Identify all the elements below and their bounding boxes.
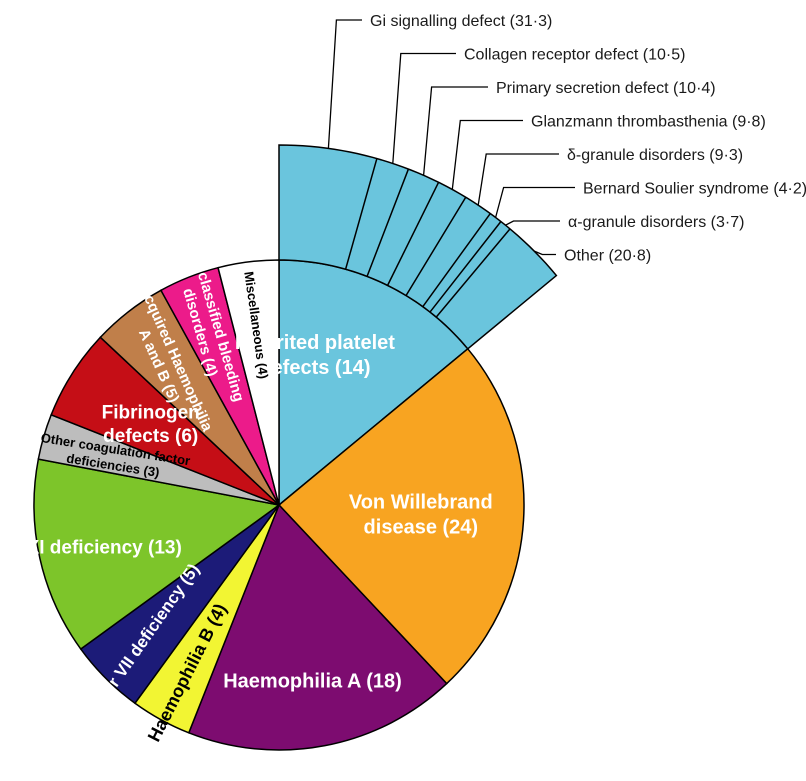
breakdown-divider	[366, 168, 410, 277]
breakdown-divider	[429, 221, 502, 313]
slice-label-haemophilia-a: Haemophilia A (18)	[223, 671, 402, 693]
breakdown-divider	[344, 158, 378, 270]
breakdown-divider	[386, 181, 440, 286]
callout-bernard-soulier-syndrome: Bernard Soulier syndrome (4·2)	[583, 181, 806, 198]
callout-leader-lines	[327, 19, 575, 256]
leader-line	[451, 119, 523, 190]
platelet-breakdown-arc	[278, 144, 558, 350]
leader-line	[534, 250, 556, 256]
callout-glanzmann-thrombasthenia: Glanzmann thrombasthenia (9·8)	[531, 114, 766, 131]
callout-granule-disorders: δ-granule disorders (9·3)	[567, 147, 743, 164]
slice-von-willebrand-disease	[277, 347, 525, 685]
leader-line	[392, 52, 456, 164]
leader-line	[422, 86, 488, 176]
callout-labels: Gi signalling defect (31·3) Collagen rece…	[370, 13, 806, 265]
callout-granule-disorders: α-granule disorders (3·7)	[568, 214, 744, 231]
slice-haemophilia-a	[187, 503, 448, 751]
breakdown-divider	[405, 196, 467, 296]
leader-line	[505, 220, 560, 226]
callout-collagen-receptor-defect: Collagen receptor defect (10·5)	[464, 47, 685, 64]
callout-other: Other (20·8)	[564, 248, 651, 265]
callout-gi-signalling-defect: Gi signalling defect (31·3)	[370, 13, 552, 30]
slice-label-factor-xi-deficiency: Factor XI deficiency (13)	[0, 537, 182, 558]
leader-line	[477, 153, 559, 206]
platelet-breakdown-band	[278, 144, 558, 350]
breakdown-divider	[435, 228, 511, 318]
leader-line	[327, 19, 362, 149]
callout-primary-secretion-defect: Primary secretion defect (10·4)	[496, 80, 716, 97]
slice-factor-xi-deficiency	[33, 458, 281, 651]
breakdown-divider	[422, 213, 491, 308]
leader-line	[494, 186, 575, 218]
